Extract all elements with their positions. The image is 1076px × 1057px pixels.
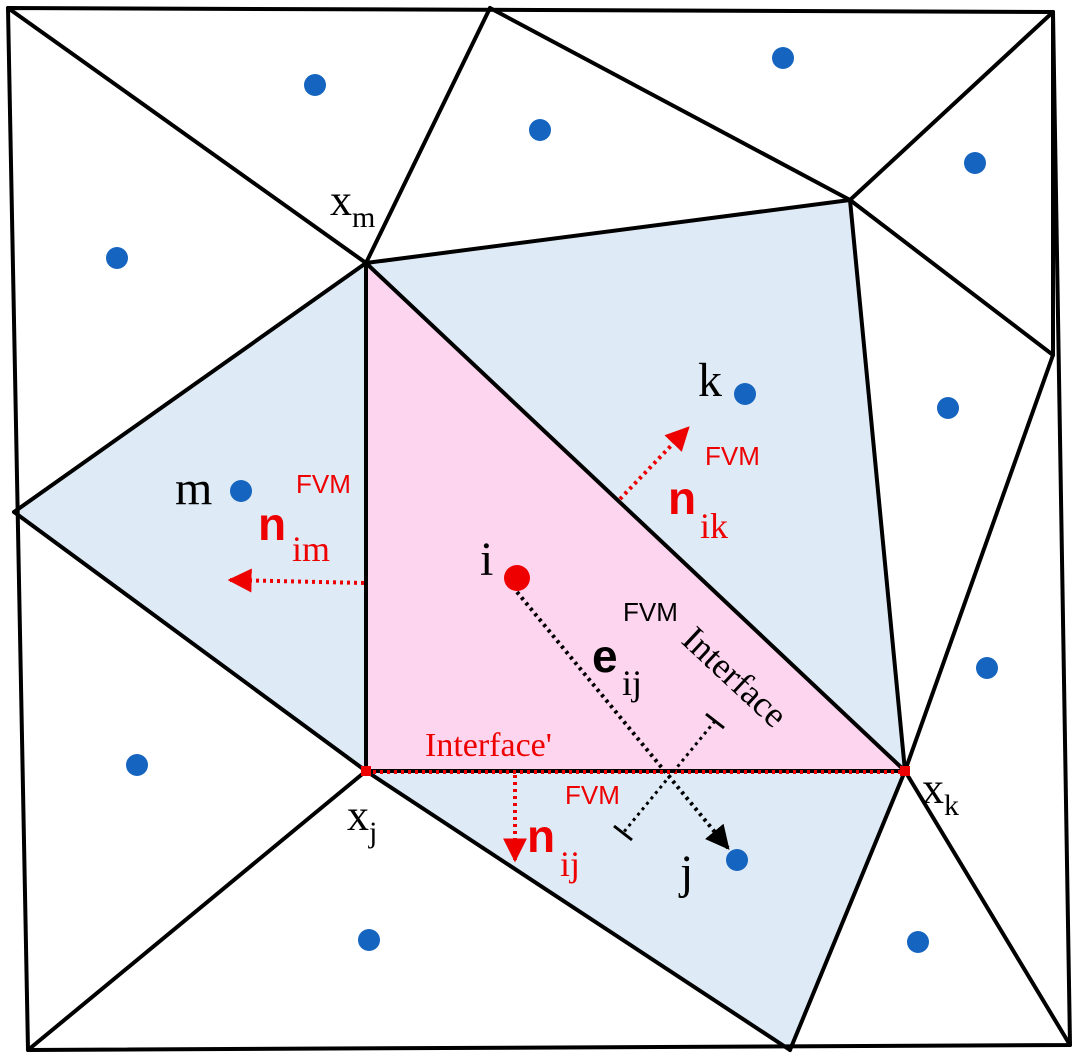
edge xyxy=(903,769,1072,1047)
interface-prime-label: Interface' xyxy=(425,727,552,764)
svg-text:ij: ij xyxy=(622,663,642,703)
centroid xyxy=(937,397,959,419)
centroid xyxy=(772,47,794,69)
edge xyxy=(903,353,1055,773)
vertex-label-xm: xm xyxy=(330,176,375,234)
svg-text:FVM: FVM xyxy=(296,469,351,499)
cell-label-k: k xyxy=(698,354,722,407)
centroid xyxy=(358,929,380,951)
svg-text:FVM: FVM xyxy=(565,780,620,810)
centroid xyxy=(976,657,998,679)
n-im-arrow xyxy=(227,568,365,593)
centroid xyxy=(126,754,148,776)
vertex-marker-xk xyxy=(900,766,910,776)
svg-text:n: n xyxy=(527,810,555,862)
centroid xyxy=(964,152,986,174)
svg-text:ij: ij xyxy=(560,844,580,884)
interface-segment xyxy=(613,712,725,842)
n-ij-label: FVM n ij xyxy=(527,780,620,884)
neighbor-cell-m xyxy=(14,263,366,771)
svg-text:FVM: FVM xyxy=(623,597,678,627)
neighbor-cell-k xyxy=(366,200,905,771)
centroid-i xyxy=(504,565,530,591)
vertex-marker-xj xyxy=(361,766,371,776)
cell-label-i: i xyxy=(480,533,493,586)
edge xyxy=(364,261,907,773)
edge xyxy=(848,10,1055,202)
edge xyxy=(364,198,852,265)
svg-text:n: n xyxy=(668,472,696,524)
n-ik-arrow xyxy=(618,426,690,501)
centroid xyxy=(529,119,551,141)
svg-text:ik: ik xyxy=(700,506,728,546)
edge xyxy=(6,6,368,265)
centroid-m xyxy=(230,480,252,502)
n-im-label: FVM n im xyxy=(258,469,351,569)
vertex-label-xj: xj xyxy=(347,791,377,849)
edge xyxy=(12,261,368,514)
e-ij-label: FVM e ij xyxy=(592,597,678,703)
svg-text:FVM: FVM xyxy=(705,441,760,471)
vertex-label-xk: xk xyxy=(922,764,959,822)
cell-label-m: m xyxy=(175,462,212,515)
n-ik-label: FVM n ik xyxy=(668,441,760,546)
edge xyxy=(848,198,907,773)
edge xyxy=(364,6,492,265)
edge xyxy=(26,769,368,1052)
svg-text:im: im xyxy=(292,529,330,569)
centroid xyxy=(907,931,929,953)
centroid-k xyxy=(734,383,756,405)
svg-text:e: e xyxy=(592,630,618,682)
centroid-j xyxy=(726,849,748,871)
neighbor-cell-j xyxy=(366,771,905,1050)
cell-label-j: j xyxy=(678,846,693,899)
centroid xyxy=(106,247,128,269)
edge xyxy=(364,769,792,1052)
edge xyxy=(12,510,368,773)
centroid xyxy=(304,74,326,96)
edge xyxy=(788,769,907,1052)
centroids xyxy=(106,47,998,953)
svg-text:n: n xyxy=(258,498,286,550)
edge xyxy=(848,198,1055,357)
edge xyxy=(488,6,852,202)
